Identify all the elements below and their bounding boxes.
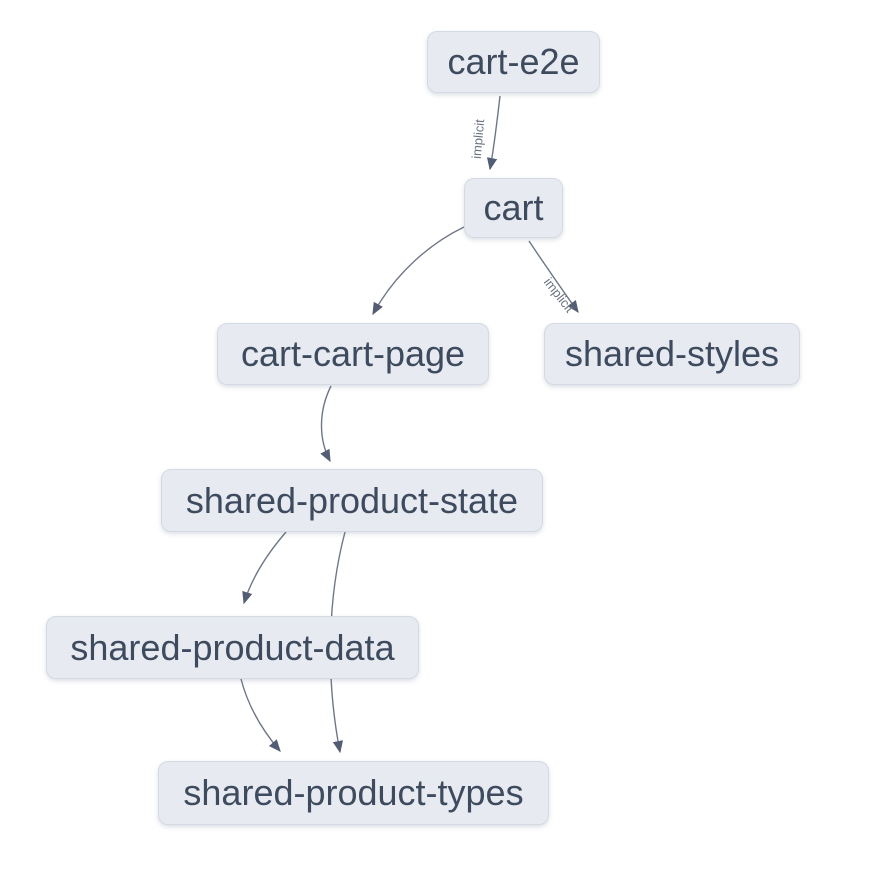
edge-cart-cart-page-to-shared-product-state xyxy=(320,385,332,463)
node-cart-cart-page[interactable]: cart-cart-page xyxy=(217,323,489,385)
node-label: shared-product-types xyxy=(183,772,524,813)
edge-shared-product-state-to-shared-product-data xyxy=(242,531,287,605)
node-label: cart-cart-page xyxy=(240,333,466,374)
edge-cart-to-shared-styles xyxy=(528,240,579,314)
edge-shared-product-data-to-shared-product-types xyxy=(240,678,281,752)
node-label: shared-product-data xyxy=(70,626,395,668)
node-cart[interactable]: cart xyxy=(464,178,563,238)
node-shared-product-state[interactable]: shared-product-state xyxy=(161,469,543,532)
node-label: shared-product-state xyxy=(185,479,519,521)
node-label: shared-styles xyxy=(564,333,780,374)
node-shared-product-data[interactable]: shared-product-data xyxy=(46,616,419,679)
edge-cart-e2e-to-cart xyxy=(486,95,501,171)
edge-cart-to-cart-cart-page xyxy=(372,226,465,316)
node-shared-styles[interactable]: shared-styles xyxy=(544,323,800,385)
node-label: cart-e2e xyxy=(447,41,580,82)
node-label: cart xyxy=(483,187,544,228)
node-cart-e2e[interactable]: cart-e2e xyxy=(427,31,600,93)
node-shared-product-types[interactable]: shared-product-types xyxy=(158,761,549,825)
